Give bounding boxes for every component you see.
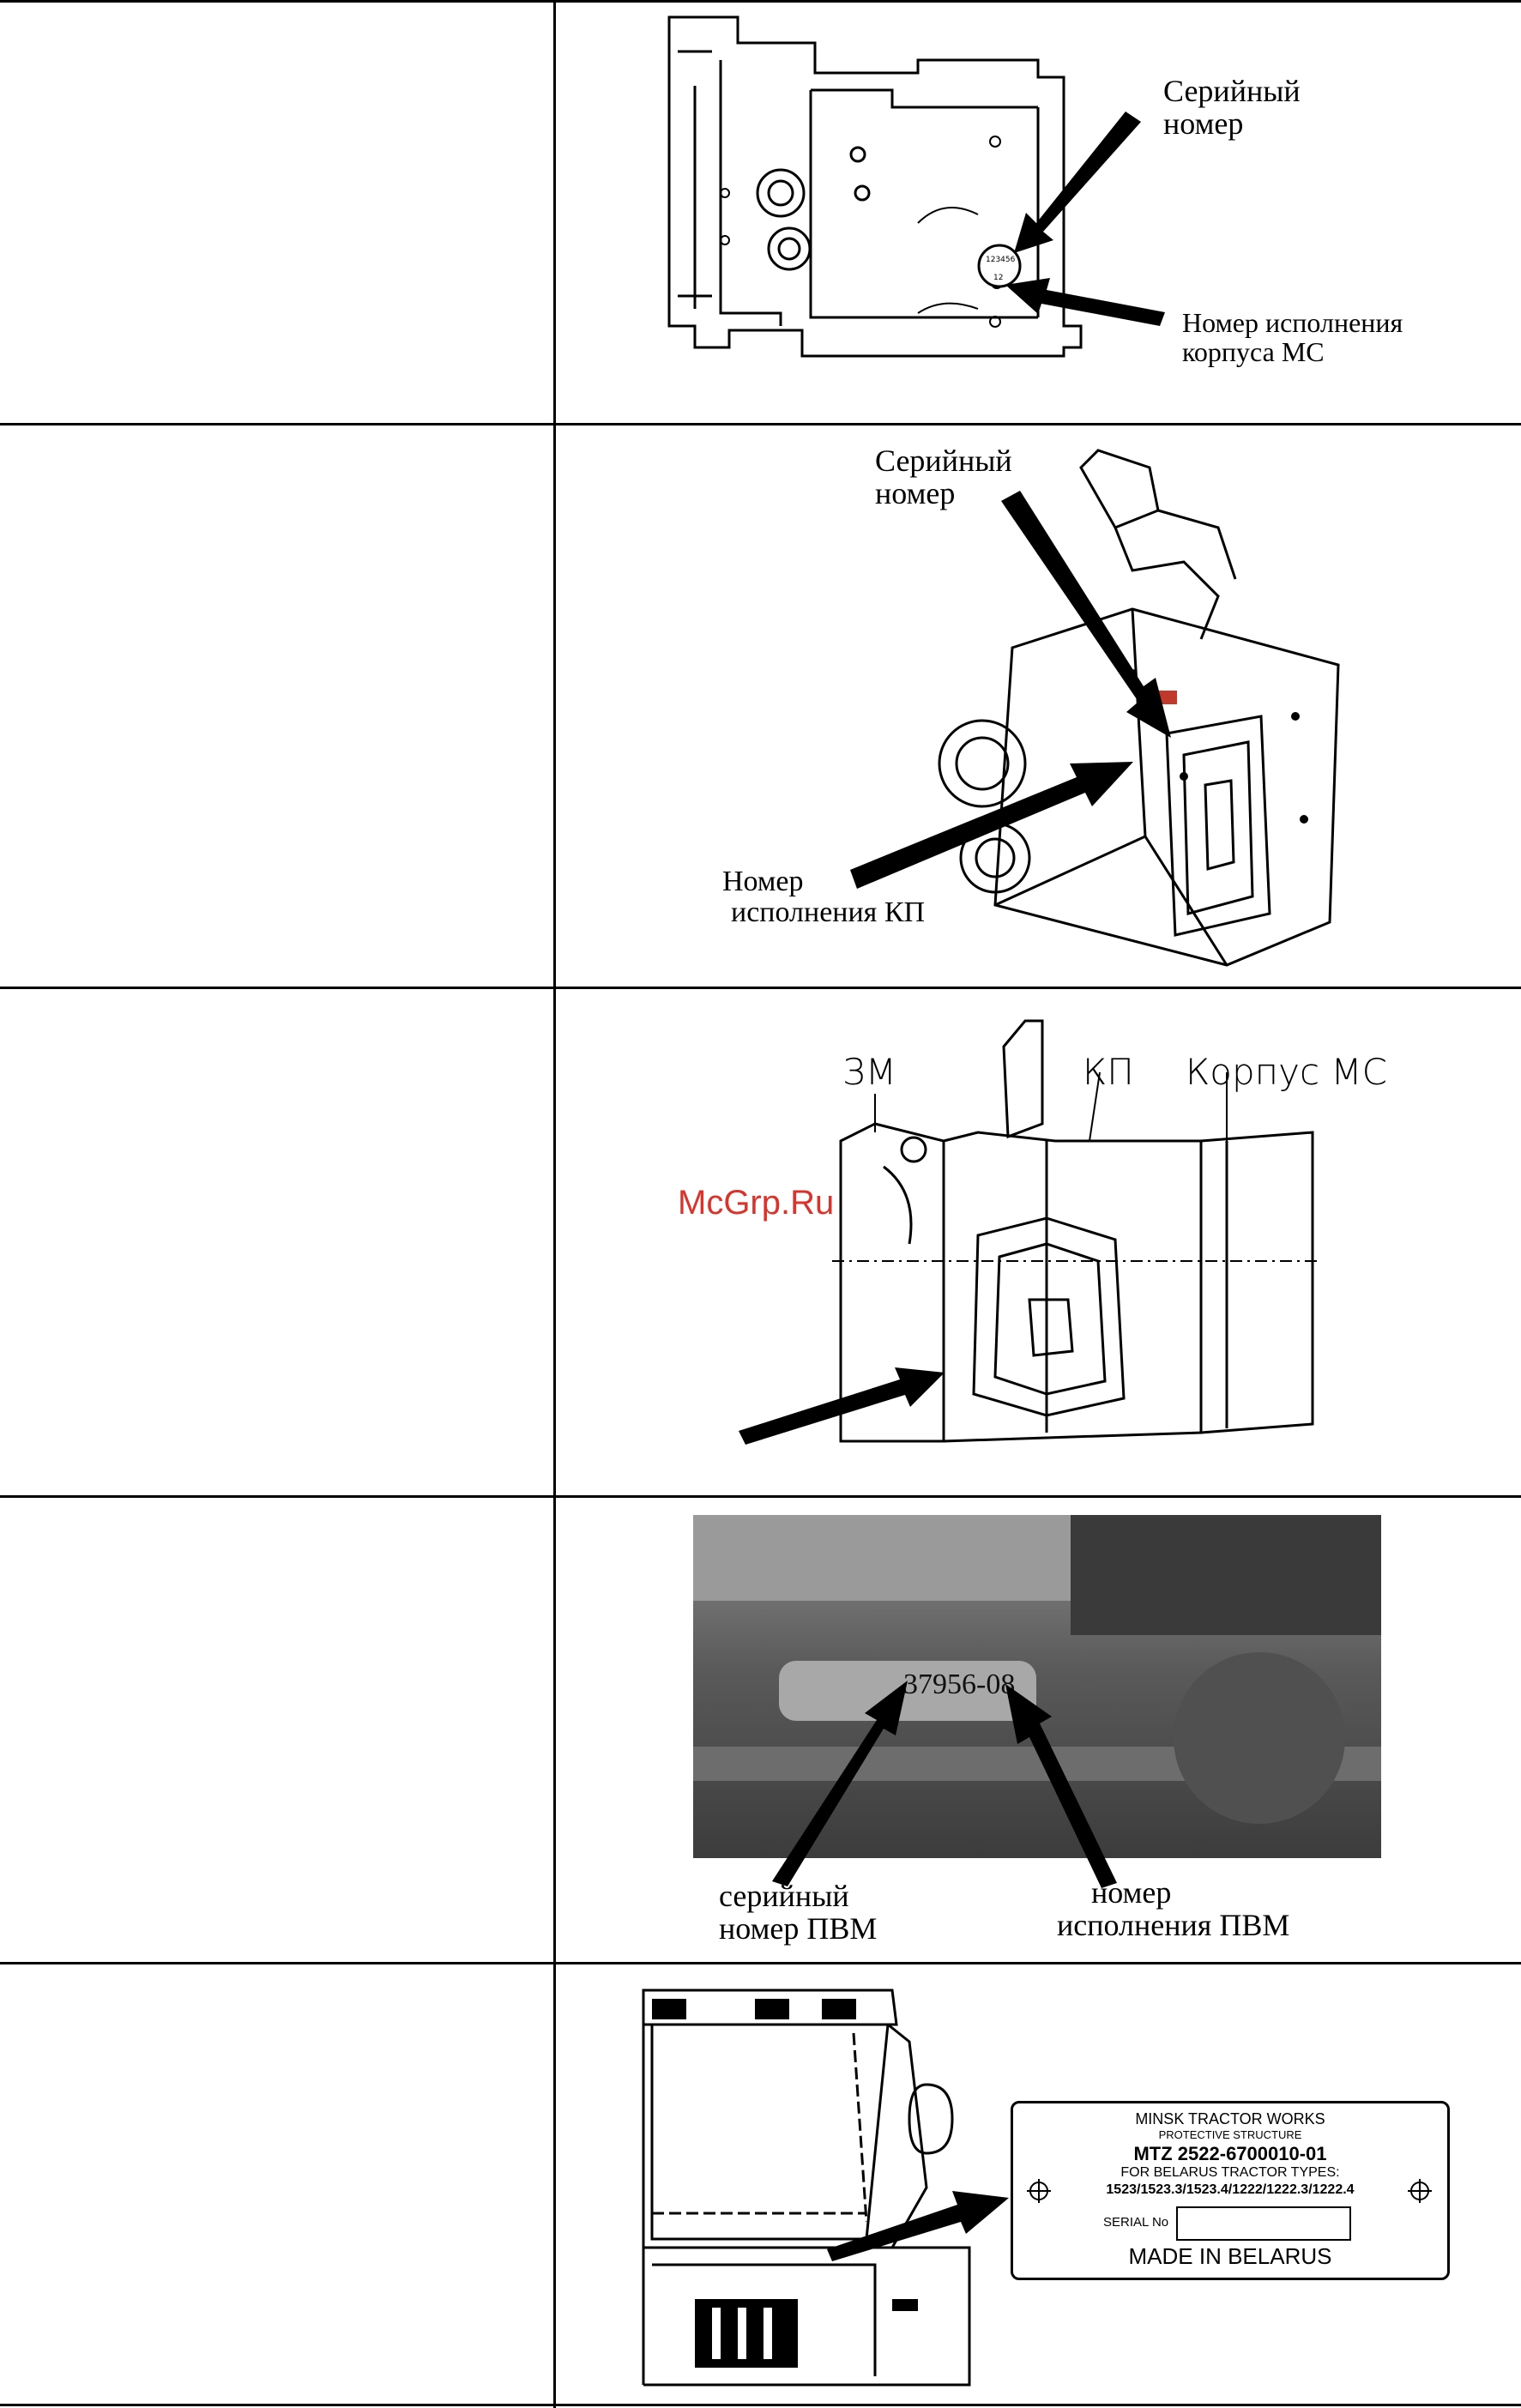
column-divider	[553, 0, 556, 2408]
plate-digits-1: 123456	[986, 256, 1016, 264]
serial-arrow-4	[772, 1681, 908, 1886]
variant-label-2: Номер исполнения КП	[722, 866, 926, 928]
serial-arrow-1	[1014, 112, 1141, 253]
photo-hub	[1174, 1652, 1345, 1824]
plate-line-5: 1523/1523.3/1523.4/1222/1222.3/1222.4	[1106, 2182, 1355, 2197]
housing-label: Корпус МС	[1186, 1051, 1387, 1093]
plate-line-3: MTZ 2522-6700010-01	[1133, 2143, 1327, 2164]
photo-frame-block	[1071, 1515, 1381, 1635]
plate-serial-box	[1176, 2206, 1351, 2241]
plate-line-1: MINSK TRACTOR WORKS	[1135, 2110, 1325, 2127]
serial-label-1: Серийный номер	[1163, 74, 1301, 141]
rops-plate: MINSK TRACTOR WORKS PROTECTIVE STRUCTURE…	[1011, 2101, 1450, 2280]
photo-stamp-number: 37956-08	[903, 1669, 1016, 1700]
plate-bolt-right-icon	[1408, 2179, 1432, 2203]
zm-label: ЗМ	[842, 1051, 896, 1093]
assembly-arrow	[739, 1367, 945, 1445]
plate-bolt-left-icon	[1027, 2179, 1051, 2203]
table-border-top	[0, 0, 1521, 3]
variant-arrow-2	[850, 762, 1133, 889]
serial-label-2: Серийный номер	[875, 444, 1012, 510]
front-axle-photo: 37956-08	[693, 1515, 1381, 1858]
housing-drawing	[667, 15, 1083, 358]
plate-digits-2: 12	[993, 274, 1004, 282]
gearbox-drawing	[938, 449, 1340, 967]
photo-stamp-plate	[779, 1661, 1036, 1721]
plate-line-4: FOR BELARUS TRACTOR TYPES:	[1120, 2165, 1340, 2180]
plate-line-7: MADE IN BELARUS	[1128, 2243, 1332, 2269]
cab-arrow	[827, 2191, 1009, 2261]
plate-line-2: PROTECTIVE STRUCTURE	[1158, 2128, 1302, 2141]
variant-arrow-1	[1005, 278, 1165, 326]
table-border-bottom	[0, 2404, 1521, 2406]
row-divider-3	[0, 1495, 1521, 1498]
serial-label-4: серийный номер ПВМ	[719, 1879, 878, 1946]
variant-arrow-4	[1005, 1684, 1117, 1888]
cab-drawing	[642, 1989, 971, 2387]
kp-label: КП	[1083, 1051, 1134, 1093]
assembly-drawing	[832, 1019, 1321, 1443]
row-divider-1	[0, 423, 1521, 425]
plate-serial-label: SERIAL No	[1103, 2215, 1169, 2230]
watermark: McGrp.Ru	[678, 1184, 835, 1222]
variant-label-1: Номер исполнения корпуса МС	[1182, 307, 1403, 367]
serial-arrow-2	[1001, 491, 1171, 738]
row-divider-2	[0, 987, 1521, 989]
row-divider-4	[0, 1962, 1521, 1964]
variant-label-4: номер исполнения ПВМ	[1057, 1875, 1290, 1942]
